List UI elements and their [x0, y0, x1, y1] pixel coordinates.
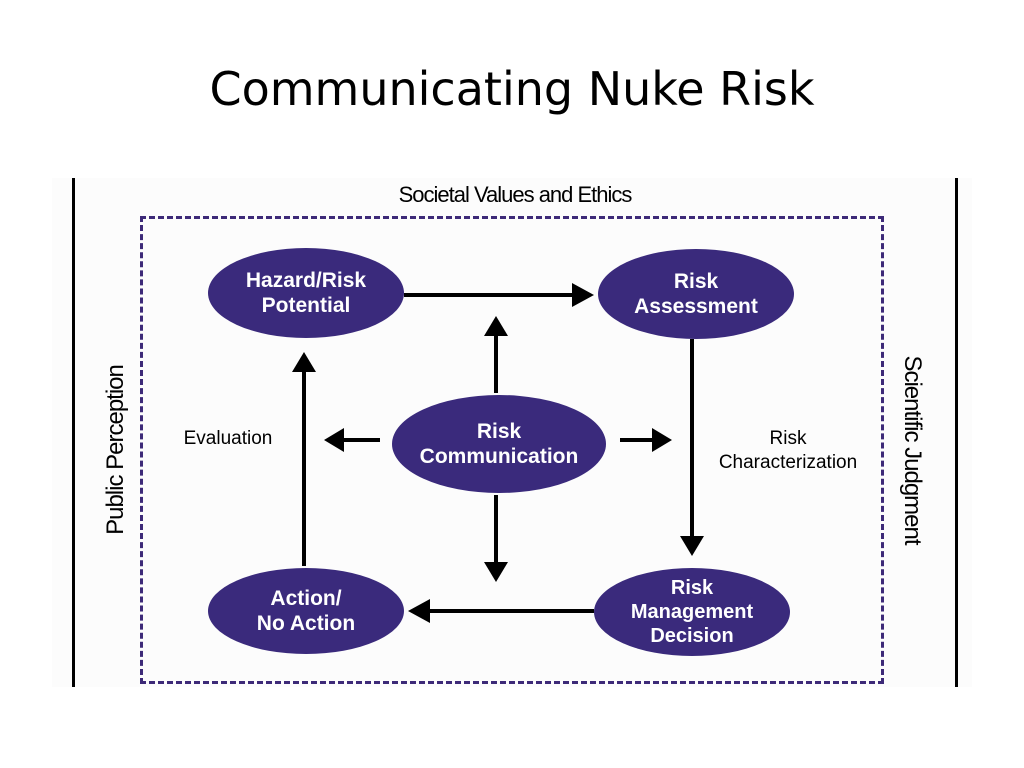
- dashed-frame: [140, 216, 884, 684]
- arrow-assessment-to-management: [680, 339, 704, 556]
- edge-label-evaluation: Evaluation: [183, 428, 273, 449]
- arrow-communication-left: [324, 428, 380, 452]
- arrow-action-to-hazard: [292, 352, 316, 566]
- node-risk-assessment: Risk Assessment: [598, 249, 794, 339]
- arrow-communication-right: [620, 428, 672, 452]
- node-risk-management-decision: Risk Management Decision: [594, 568, 790, 656]
- node-risk-communication: Risk Communication: [392, 395, 606, 493]
- node-communication-label: Risk Communication: [419, 420, 579, 468]
- arrow-hazard-to-assessment: [404, 283, 594, 307]
- node-assessment-label: Risk Assessment: [634, 270, 758, 318]
- left-border-line: [72, 178, 75, 687]
- frame-top-label: Societal Values and Ethics: [398, 182, 633, 207]
- node-management-label: Risk Management Decision: [630, 577, 754, 647]
- slide-title: Communicating Nuke Risk: [209, 62, 815, 116]
- arrow-communication-down: [484, 495, 508, 582]
- node-hazard-label: Hazard/Risk Potential: [245, 269, 367, 317]
- edge-label-risk-characterization: Risk Characterization: [718, 428, 858, 473]
- arrow-communication-up: [484, 316, 508, 393]
- node-action-no-action: Action/ No Action: [208, 568, 404, 654]
- right-border-line: [955, 178, 958, 687]
- node-action-label: Action/ No Action: [256, 587, 356, 635]
- node-hazard-risk-potential: Hazard/Risk Potential: [208, 248, 404, 338]
- arrow-management-to-action: [408, 599, 594, 623]
